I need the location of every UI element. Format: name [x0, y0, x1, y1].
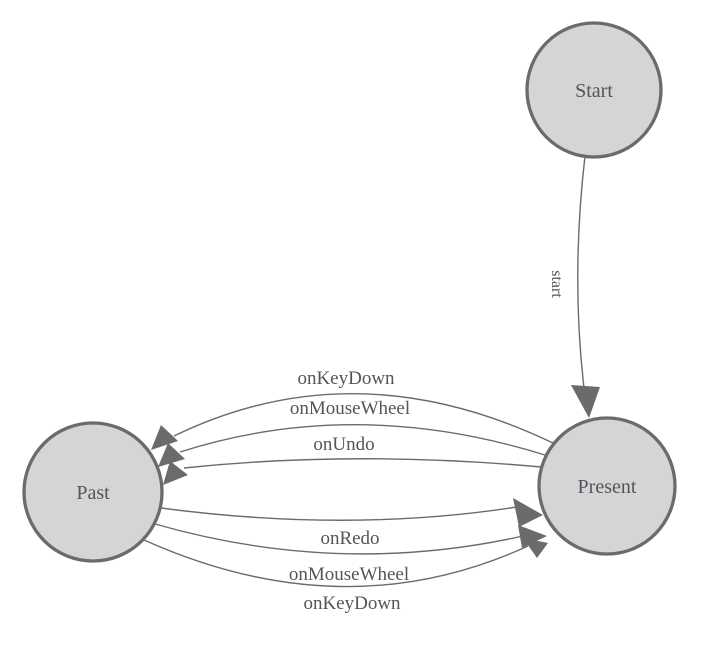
node-start-circle [525, 21, 663, 159]
edge-present-to-past-onundo [183, 458, 542, 469]
arrowhead-present-to-past-onkeydown [151, 425, 178, 450]
edge-label-onundo: onUndo [313, 434, 374, 455]
edge-present-to-past-onmousewheel [179, 424, 546, 456]
edge-label-onredo: onRedo [320, 528, 379, 549]
edge-label-onkeydown-top: onKeyDown [297, 368, 395, 389]
node-present: Present [537, 416, 677, 556]
edge-present-to-past-onkeydown [173, 392, 554, 444]
arrowhead-past-to-present-onkeydown [523, 538, 548, 558]
edge-past-to-present-onkeydown [143, 539, 529, 588]
edge-label-onkeydown-bottom: onKeyDown [303, 593, 401, 614]
arrowhead-start-to-present [571, 385, 600, 418]
node-past-label: Past [76, 482, 110, 504]
node-past-circle [22, 421, 164, 563]
edge-past-to-present-onmousewheel [154, 523, 524, 555]
edge-start-to-present [577, 155, 587, 405]
arrowhead-past-to-present-onmousewheel [518, 525, 547, 548]
node-start-label: Start [575, 80, 613, 102]
node-present-circle [537, 416, 677, 556]
edge-past-to-present-onredo [160, 506, 518, 521]
arrowhead-past-to-present-onredo [513, 498, 543, 527]
edge-label-start: start [548, 270, 565, 298]
edge-label-onmousewheel-top: onMouseWheel [290, 398, 410, 419]
node-past: Past [22, 421, 164, 563]
edge-label-onmousewheel-bottom: onMouseWheel [289, 564, 409, 585]
arrowhead-present-to-past-onmousewheel [158, 443, 185, 467]
arrowhead-present-to-past-onundo [163, 461, 188, 485]
node-start: Start [525, 21, 663, 159]
node-present-label: Present [578, 476, 637, 498]
